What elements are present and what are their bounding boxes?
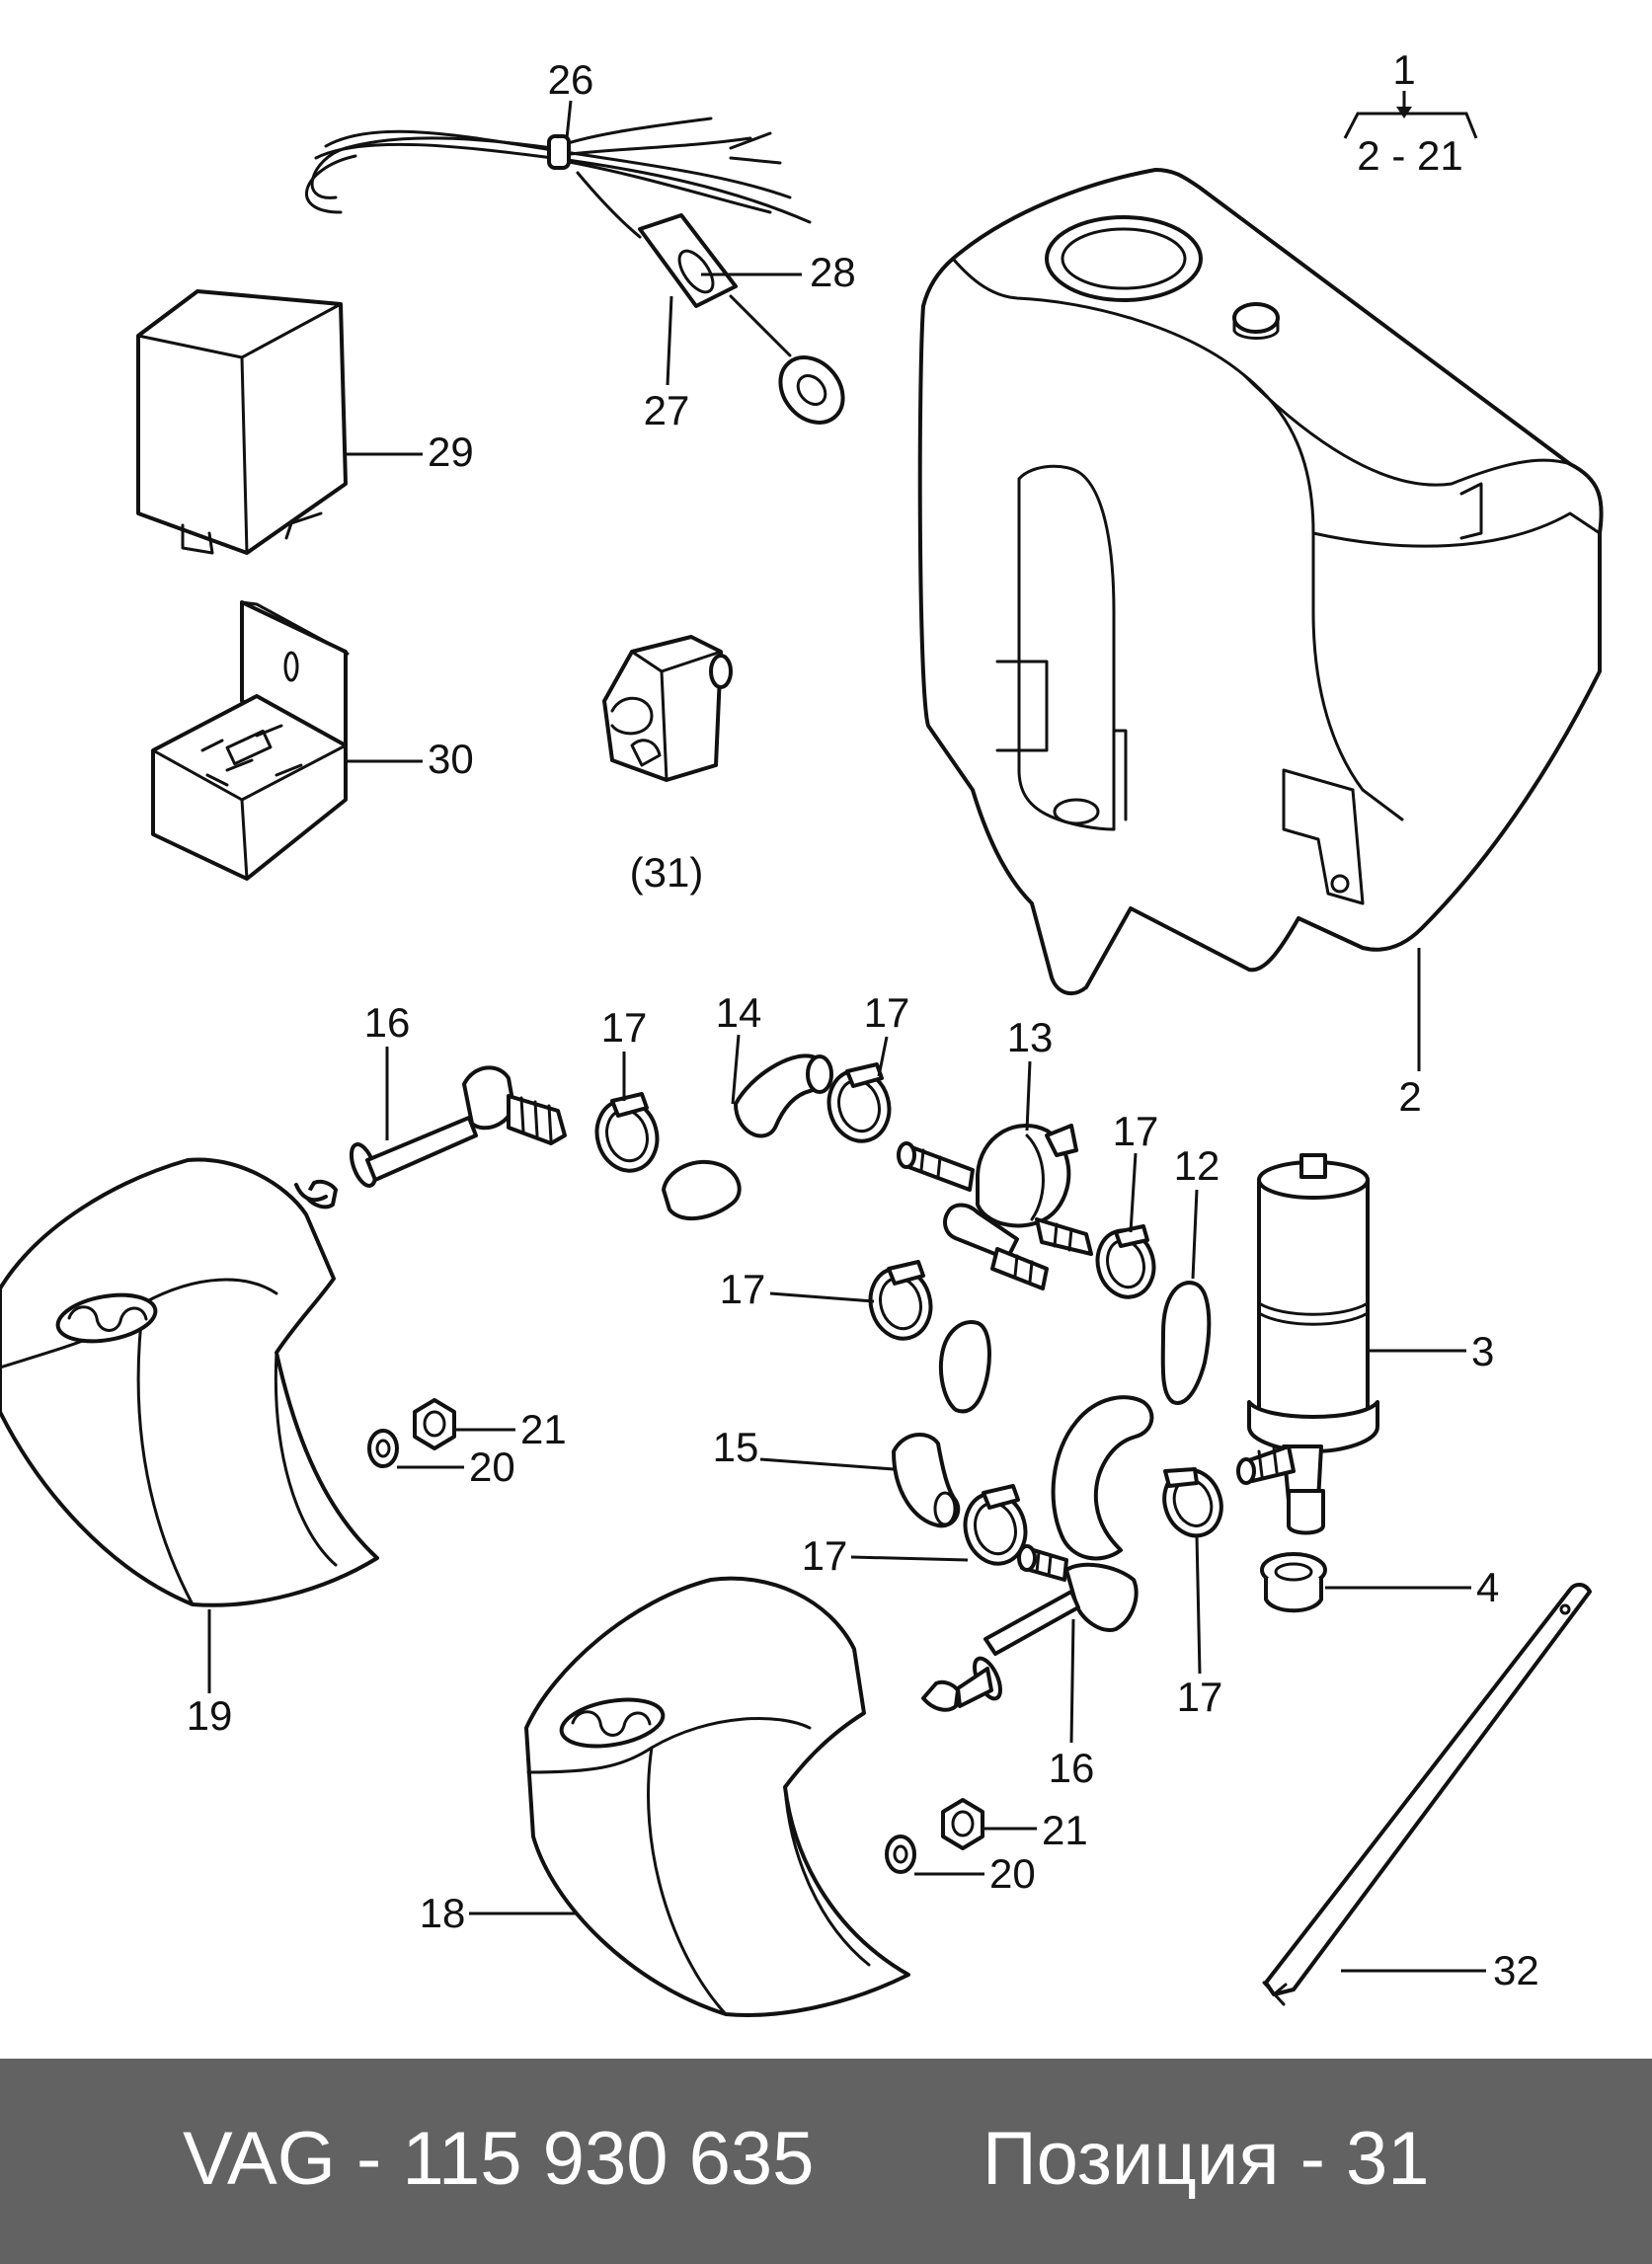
callout-16-lower: 16 xyxy=(1049,1745,1095,1791)
callout-17-d: 17 xyxy=(720,1266,766,1312)
hose-12[interactable] xyxy=(1160,1281,1212,1405)
callout-31: (31) xyxy=(630,849,704,896)
callout-17-b: 17 xyxy=(864,989,910,1036)
position-label: Позиция - 31 xyxy=(983,2117,1430,2201)
callout-12: 12 xyxy=(1174,1142,1220,1189)
callout-20-upper: 20 xyxy=(469,1444,515,1490)
nut-21-lower[interactable] xyxy=(941,1798,984,1850)
callout-20-lower: 20 xyxy=(989,1850,1036,1897)
callout-17-e: 17 xyxy=(802,1532,848,1579)
callout-30: 30 xyxy=(428,736,474,782)
hose-clip-17a[interactable] xyxy=(590,1092,666,1177)
jet-nozzle-16-lower[interactable] xyxy=(921,1544,1139,1712)
washer-20-upper[interactable] xyxy=(367,1429,399,1468)
retaining-strap-32[interactable] xyxy=(1262,1583,1592,2006)
washer-20-lower[interactable] xyxy=(885,1835,916,1874)
part-number: VAG - 115 930 635 xyxy=(183,2117,815,2201)
parts-diagram: 2 1 2 - 21 26 28 27 29 xyxy=(0,46,1604,2017)
headlight-cover-18[interactable] xyxy=(524,1576,910,2017)
relay-30[interactable] xyxy=(151,600,350,881)
hose-15[interactable] xyxy=(892,1432,961,1528)
hose-clip-17c[interactable] xyxy=(1090,1224,1161,1303)
callout-18: 18 xyxy=(420,1890,466,1936)
callout-27: 27 xyxy=(644,387,690,433)
grommet-4[interactable] xyxy=(1260,1552,1327,1613)
callout-17-c: 17 xyxy=(1113,1108,1159,1154)
callout-3: 3 xyxy=(1471,1328,1494,1374)
washer-pump-3[interactable] xyxy=(1236,1153,1379,1535)
callout-13: 13 xyxy=(1007,1014,1054,1060)
t-piece-valve-13[interactable] xyxy=(897,1124,1093,1290)
callout-21-upper: 21 xyxy=(520,1406,567,1452)
callout-17-a: 17 xyxy=(601,1004,648,1051)
callout-15: 15 xyxy=(713,1424,759,1470)
wiring-harness[interactable] xyxy=(305,117,855,435)
callout-4: 4 xyxy=(1476,1564,1499,1610)
nut-21-upper[interactable] xyxy=(413,1398,456,1450)
headlight-cover-19[interactable] xyxy=(0,1157,379,1607)
washer-reservoir[interactable] xyxy=(917,168,1604,996)
callout-14: 14 xyxy=(716,989,762,1036)
callout-17-f: 17 xyxy=(1177,1674,1223,1720)
callout-2-21: 2 - 21 xyxy=(1357,132,1462,179)
callout-21-lower: 21 xyxy=(1042,1807,1088,1853)
relay-29[interactable] xyxy=(136,289,348,555)
callout-1: 1 xyxy=(1392,46,1415,93)
hose-middle-short[interactable] xyxy=(938,1320,991,1414)
hose-clip-17f[interactable] xyxy=(1155,1461,1230,1543)
hose-middle-curved[interactable] xyxy=(1051,1395,1154,1561)
callout-32: 32 xyxy=(1493,1947,1539,1993)
footer-bar: VAG - 115 930 635 Позиция - 31 xyxy=(0,2059,1652,2264)
callout-19: 19 xyxy=(187,1692,233,1739)
hose-clip-17d[interactable] xyxy=(863,1260,939,1345)
callout-2: 2 xyxy=(1398,1073,1421,1120)
relay-holder-31[interactable] xyxy=(602,635,733,782)
hose-clip-17b[interactable] xyxy=(822,1062,898,1147)
jet-nozzle-16-upper[interactable] xyxy=(294,1065,567,1210)
callout-16-upper: 16 xyxy=(364,999,411,1046)
hose-14[interactable] xyxy=(662,1054,833,1221)
callout-29: 29 xyxy=(428,429,474,475)
hose-clip-17e[interactable] xyxy=(958,1484,1034,1571)
callout-28: 28 xyxy=(810,249,856,295)
callout-26: 26 xyxy=(548,56,594,103)
